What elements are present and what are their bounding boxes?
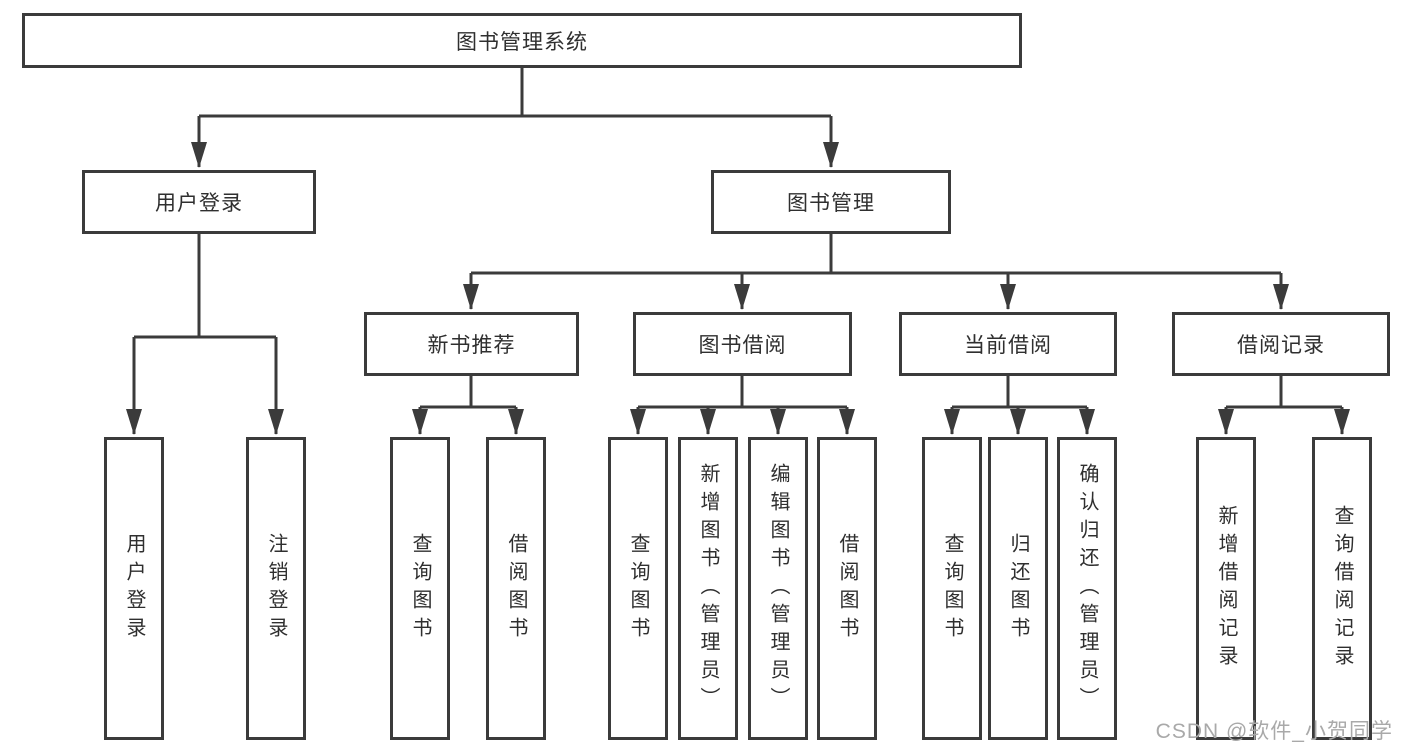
node-book-management: 图书管理 (711, 170, 951, 234)
node-borrow-records: 借阅记录 (1172, 312, 1390, 376)
node-library-system: 图书管理系统 (22, 13, 1022, 68)
leaf-edit-book-admin: 编辑图书（管理员） (748, 437, 808, 740)
leaf-query-borrow-record: 查询借阅记录 (1312, 437, 1372, 740)
leaf-confirm-return-admin: 确认归还（管理员） (1057, 437, 1117, 740)
leaf-borrow-book-recommend: 借阅图书 (486, 437, 546, 740)
leaf-add-borrow-record: 新增借阅记录 (1196, 437, 1256, 740)
node-book-borrow: 图书借阅 (633, 312, 852, 376)
leaf-logout: 注销登录 (246, 437, 306, 740)
leaf-return-book: 归还图书 (988, 437, 1048, 740)
leaf-user-login: 用户登录 (104, 437, 164, 740)
leaf-query-book-borrow: 查询图书 (608, 437, 668, 740)
leaf-query-book-current: 查询图书 (922, 437, 982, 740)
csdn-watermark: CSDN @软件_小贺同学 (1155, 720, 1393, 743)
node-current-borrow: 当前借阅 (899, 312, 1117, 376)
node-new-book-recommend: 新书推荐 (364, 312, 579, 376)
leaf-query-book-recommend: 查询图书 (390, 437, 450, 740)
leaf-borrow-book: 借阅图书 (817, 437, 877, 740)
leaf-add-book-admin: 新增图书（管理员） (678, 437, 738, 740)
node-user-login: 用户登录 (82, 170, 316, 234)
